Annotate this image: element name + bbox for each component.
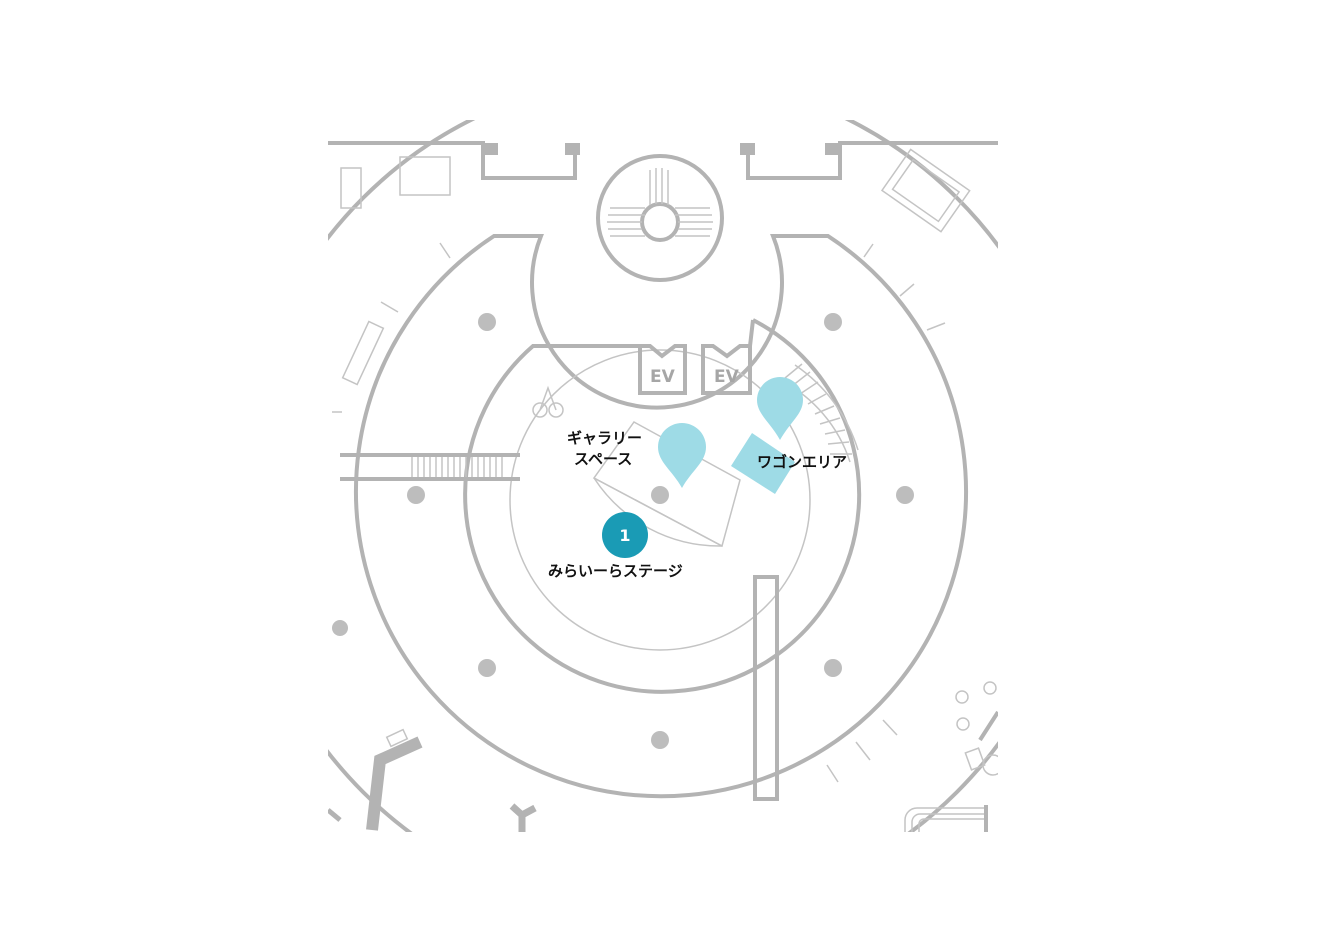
wagon-pin-icon[interactable]	[757, 377, 803, 440]
svg-text:EV: EV	[714, 367, 740, 387]
vertical-walkway	[753, 575, 779, 801]
fixture-box	[341, 320, 385, 386]
gallery-pin-icon[interactable]	[658, 423, 706, 488]
fixture-box	[399, 156, 451, 196]
building-outer-wall	[354, 234, 968, 799]
fixture-box	[340, 167, 362, 209]
elevator-1: EV	[638, 344, 687, 395]
tower-stairs	[607, 168, 713, 237]
svg-text:EV: EV	[650, 367, 676, 387]
tower-core	[640, 202, 680, 242]
tower-ring	[596, 154, 724, 282]
gallery-outline	[592, 421, 741, 548]
elevator-2: EV	[701, 344, 752, 395]
stage-badge-number: 1	[619, 526, 630, 545]
fixture-box	[880, 148, 971, 233]
stage-name-label: みらいーらステージ	[548, 562, 683, 580]
bicycle-icon	[532, 385, 564, 418]
top-wall	[328, 141, 998, 180]
stage-outline	[593, 477, 723, 547]
gallery-space-line1: ギャラリー	[567, 429, 643, 447]
gallery-space-label: ギャラリー スペース	[567, 428, 642, 470]
stage-floor-circle	[509, 349, 811, 651]
gallery-space-line2: スペース	[574, 450, 633, 468]
pillars	[332, 313, 914, 749]
stage-badge[interactable]: 1	[602, 512, 648, 558]
ring-marks	[332, 242, 946, 783]
bottom-right-fixtures	[904, 681, 998, 832]
bridge-walkway	[340, 453, 520, 481]
bottom-left-fixtures	[328, 728, 537, 832]
wagon-area-label: ワゴンエリア	[757, 453, 848, 471]
wagon-area-marker[interactable]	[731, 433, 795, 494]
